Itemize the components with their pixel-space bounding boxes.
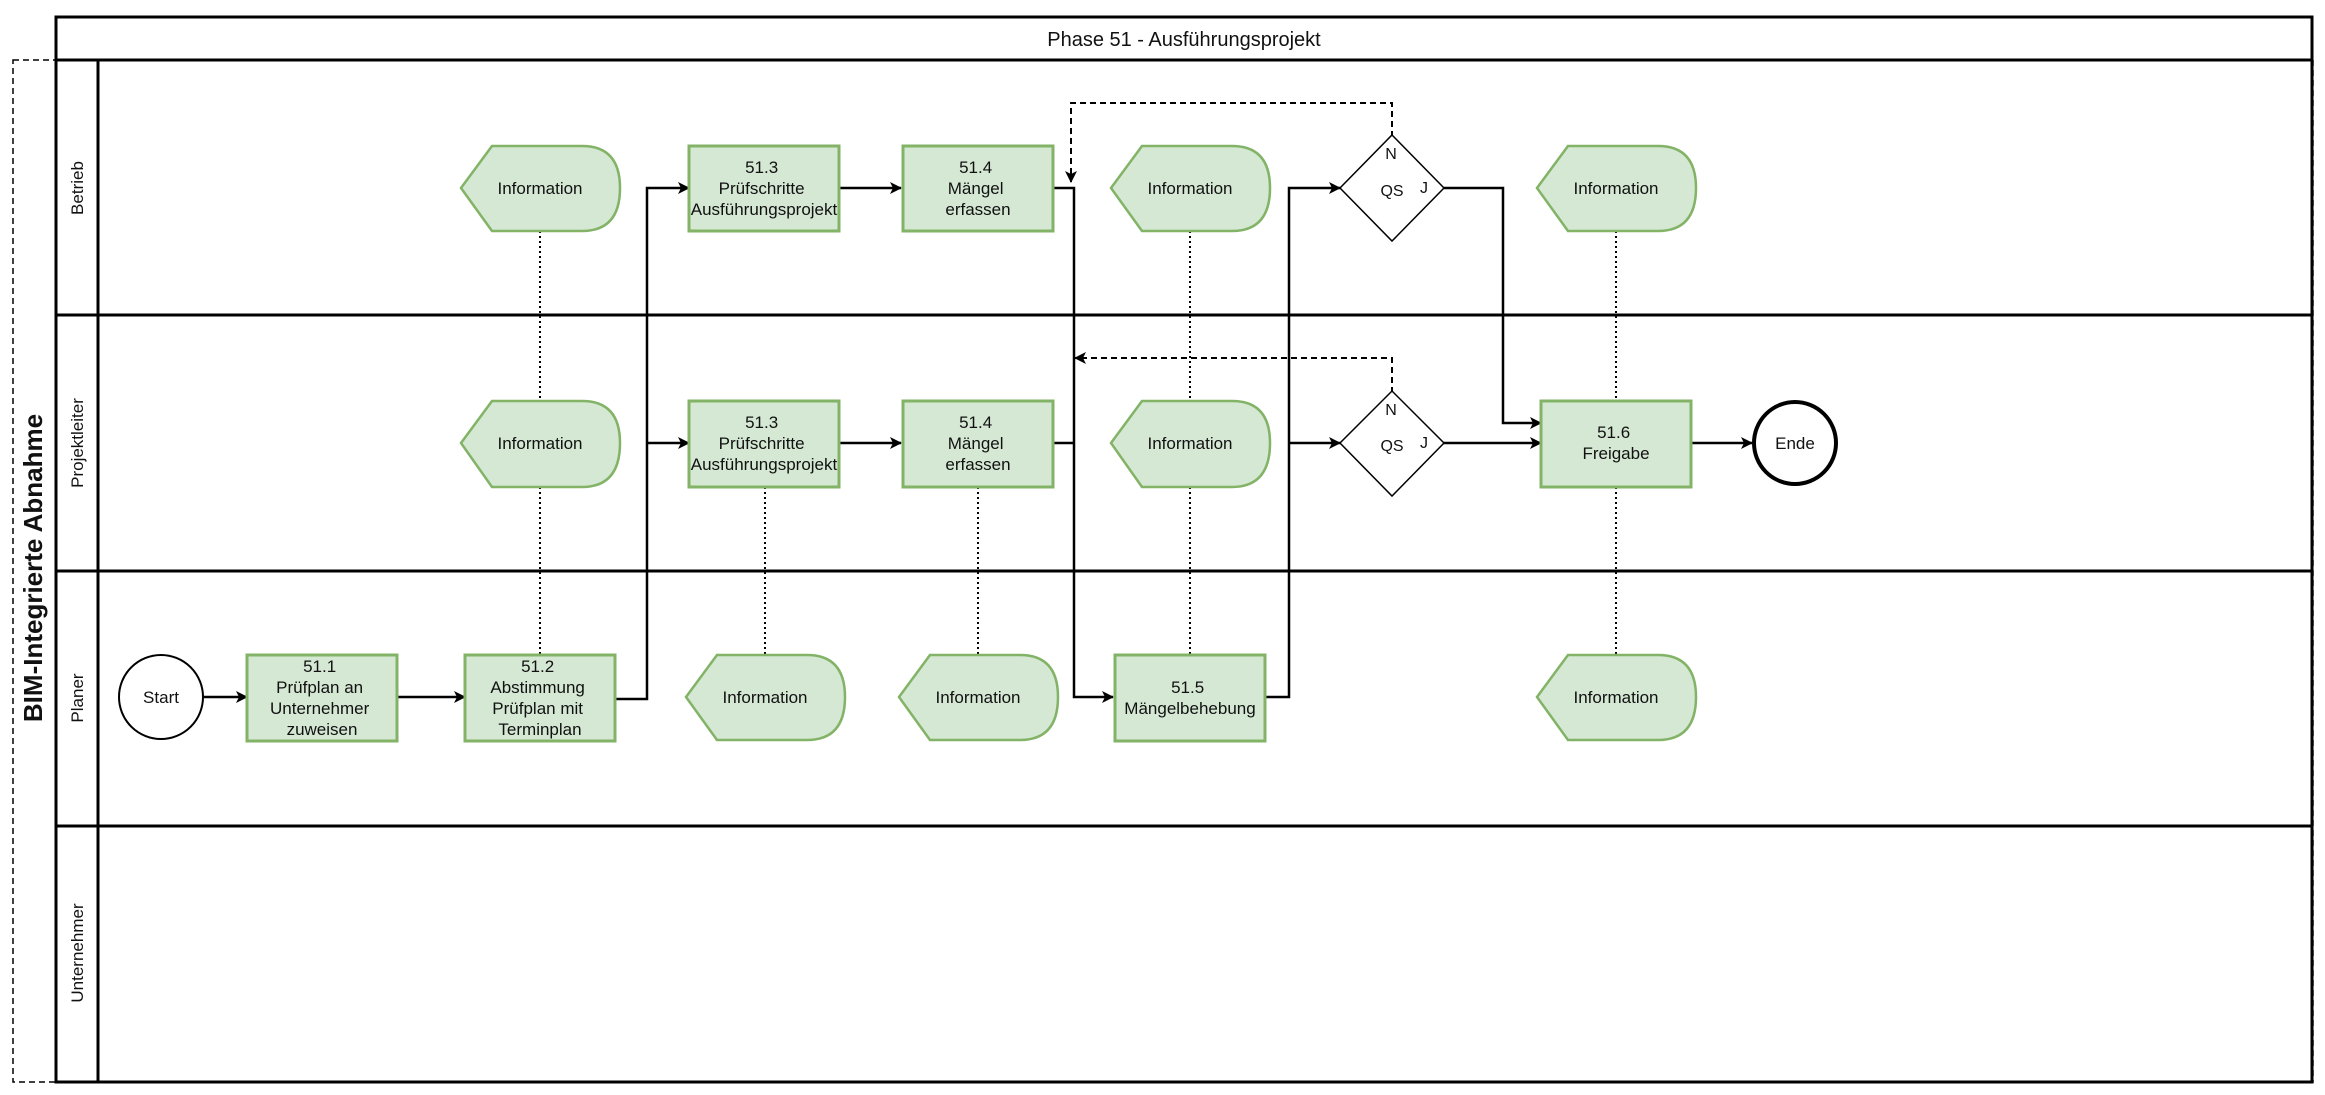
svg-text:51.3 Prüfschritte: 51.3 Prüfschritte Ausführungsprojekt: [691, 413, 838, 474]
info-node: Information: [459, 144, 622, 233]
flow-qs-betrieb-yes-to-51-6: [1444, 186, 1542, 429]
qs-pl-no-loop: [1074, 352, 1393, 403]
svg-text:Start: Start: [143, 688, 179, 707]
svg-text:51.1 Prüfplan an: 51.1 Prüfplan an Unternehmer zuweisen: [270, 657, 374, 739]
info-nodes: Information Information Information Info…: [459, 144, 1698, 742]
info-node: Information: [1109, 399, 1272, 489]
info-node: Information: [459, 399, 622, 489]
svg-text:51.3 Prüfschritte: 51.3 Prüfschritte Ausführungsprojekt: [691, 158, 838, 219]
svg-text:Information: Information: [1573, 179, 1658, 198]
task-51-4-betrieb: 51.4 Mängel erfassen: [901, 144, 1055, 233]
svg-text:51.5 Mängelbehebung: 51.5 Mängelbehebung: [1124, 678, 1255, 718]
phase-title: Phase 51 - Ausführungsprojekt: [1047, 29, 1321, 51]
svg-text:Information: Information: [1147, 179, 1232, 198]
qs-gateway-betrieb: N QS J: [1338, 133, 1446, 243]
svg-text:51.6 Freigabe: 51.6 Freigabe: [1582, 423, 1649, 463]
lane-label-betrieb: Betrieb: [68, 161, 87, 215]
task-51-6: 51.6 Freigabe: [1539, 399, 1693, 489]
lane-label-planer: Planer: [68, 673, 87, 722]
association-lines: [539, 231, 1617, 655]
svg-text:Information: Information: [497, 434, 582, 453]
task-nodes: 51.1 Prüfplan an Unternehmer zuweisen 51…: [245, 144, 1693, 743]
info-node: Information: [897, 653, 1060, 742]
pool-label: BIM-Integrierte Abnahme: [18, 414, 48, 722]
svg-text:N: N: [1385, 402, 1397, 419]
lane-label-unternehmer: Unternehmer: [68, 903, 87, 1003]
task-51-1: 51.1 Prüfplan an Unternehmer zuweisen: [245, 653, 399, 743]
svg-text:51.4 Mängel er: 51.4 Mängel erfassen: [945, 413, 1010, 474]
start-event: Start: [118, 654, 204, 740]
svg-text:N: N: [1385, 146, 1397, 163]
svg-text:J: J: [1420, 435, 1428, 452]
task-51-4-projektleiter: 51.4 Mängel erfassen: [901, 399, 1055, 489]
flow-connectors: [203, 182, 1753, 703]
svg-text:Information: Information: [1573, 688, 1658, 707]
svg-text:Ende: Ende: [1775, 434, 1815, 453]
svg-text:Information: Information: [1147, 434, 1232, 453]
task-51-5: 51.5 Mängelbehebung: [1113, 653, 1267, 743]
svg-text:QS: QS: [1380, 183, 1403, 200]
feedback-arrows: [1065, 102, 1393, 403]
svg-text:Information: Information: [497, 179, 582, 198]
info-node: Information: [1535, 144, 1698, 233]
info-node: Information: [684, 653, 847, 742]
task-51-2: 51.2 Abstimmung Prüfplan mit Terminplan: [463, 653, 617, 743]
qs-gateway-projektleiter: N QS J: [1338, 389, 1446, 498]
task-51-3-projektleiter: 51.3 Prüfschritte Ausführungsprojekt: [687, 399, 841, 489]
svg-text:QS: QS: [1380, 438, 1403, 455]
svg-text:Information: Information: [722, 688, 807, 707]
info-node: Information: [1535, 653, 1698, 742]
svg-text:51.4 Mängel er: 51.4 Mängel erfassen: [945, 158, 1010, 219]
lane-label-projektleiter: Projektleiter: [68, 398, 87, 488]
svg-text:51.2 Abstimmung: 51.2 Abstimmung Prüfplan mit Terminplan: [490, 657, 589, 739]
task-51-3-betrieb: 51.3 Prüfschritte Ausführungsprojekt: [687, 144, 841, 233]
qs-betrieb-no-loop: [1065, 102, 1393, 183]
svg-text:J: J: [1420, 180, 1428, 197]
end-event: Ende: [1752, 400, 1838, 486]
svg-text:Information: Information: [935, 688, 1020, 707]
info-node: Information: [1109, 144, 1272, 233]
